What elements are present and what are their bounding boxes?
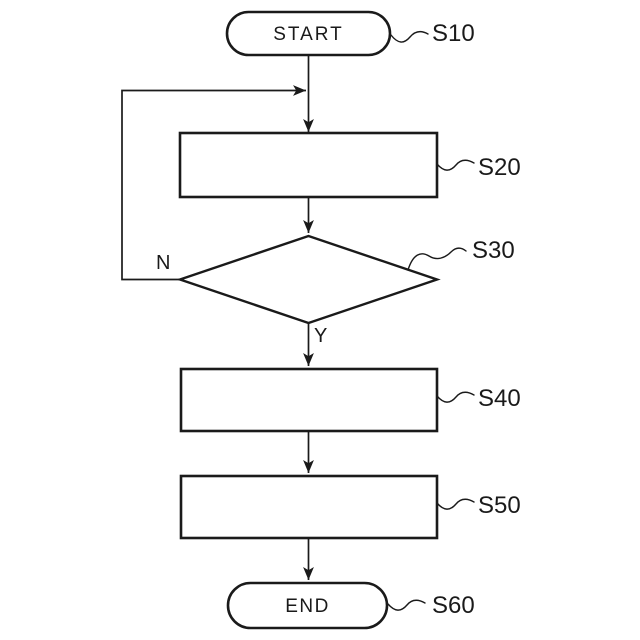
- step-label-s60: S60: [432, 592, 475, 619]
- lead-line-s30: [407, 247, 467, 271]
- end-node-label: END: [285, 596, 330, 617]
- process1-node: [178, 131, 439, 199]
- process3-node: [179, 474, 439, 540]
- no-branch-label: N: [156, 252, 170, 274]
- step-label-s10: S10: [432, 20, 475, 47]
- decision-node: [176, 234, 441, 325]
- step-label-s20: S20: [478, 154, 521, 181]
- step-label-s30: S30: [472, 237, 515, 264]
- lead-line-s60: [387, 599, 426, 611]
- yes-branch-label: Y: [314, 325, 327, 347]
- step-label-s40: S40: [478, 385, 521, 412]
- lead-line-s50: [436, 498, 475, 510]
- lead-line-s40: [436, 391, 475, 403]
- step-label-s50: S50: [478, 492, 521, 519]
- start-node-label: START: [273, 24, 344, 45]
- start-node: [225, 10, 392, 57]
- lead-line-s10: [390, 30, 429, 43]
- lead-line-s20: [436, 159, 475, 171]
- loop-back-arrow-no-branch: [121, 85, 306, 281]
- process2-node: [179, 367, 439, 433]
- end-node: [226, 581, 389, 630]
